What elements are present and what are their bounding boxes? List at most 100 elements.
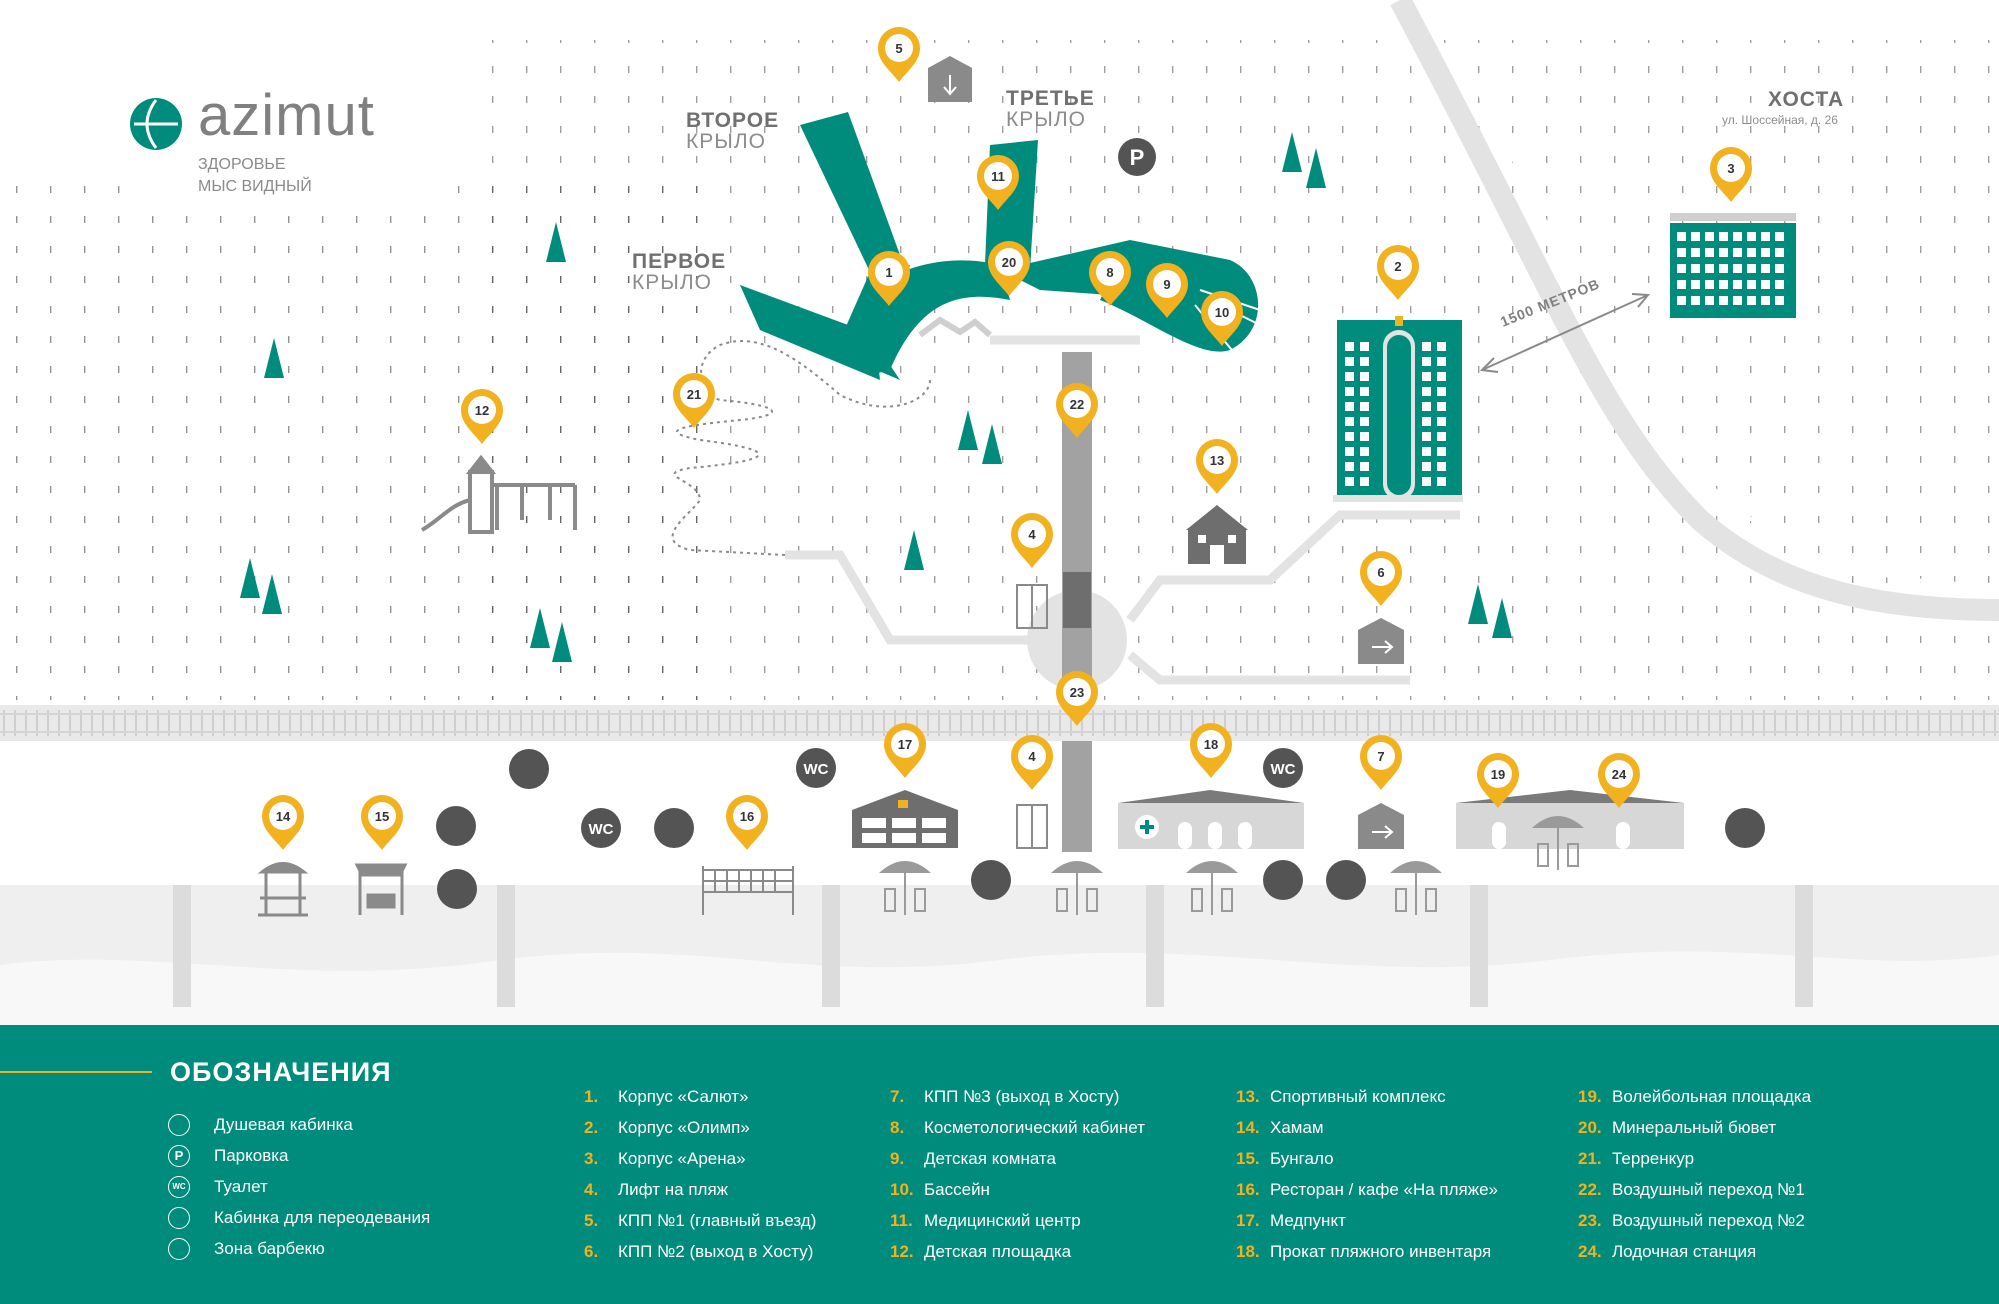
marker-pin-1[interactable]: 1 [868, 251, 910, 306]
legend-accent-line [0, 1071, 152, 1073]
marker-pin-9[interactable]: 9 [1146, 263, 1188, 318]
marker-number: 4 [1028, 527, 1036, 542]
legend-symbol-row: Зона барбекю [168, 1233, 430, 1264]
bridge-tower-icon [1063, 572, 1091, 628]
legend-item: 24.Лодочная станция [1578, 1241, 1757, 1261]
legend-item: 17.Медпункт [1236, 1210, 1346, 1230]
marker-number: 16 [740, 809, 754, 824]
legend-item: 6.КПП №2 (выход в Хосту) [584, 1241, 814, 1261]
marker-pin-19[interactable]: 19 [1477, 753, 1519, 808]
legend-symbol-row: P Парковка [168, 1140, 430, 1171]
marker-number: 10 [1215, 305, 1229, 320]
marker-pin-11[interactable]: 11 [977, 155, 1019, 210]
legend-item: 18.Прокат пляжного инвентаря [1236, 1241, 1492, 1261]
wing-second-sub: КРЫЛО [686, 130, 766, 153]
changing-cabin-icon [168, 1206, 190, 1229]
marker-number: 7 [1377, 749, 1384, 764]
marker-pin-13[interactable]: 13 [1196, 439, 1238, 494]
marker-pin-6[interactable]: 6 [1360, 551, 1402, 606]
shower-icon [168, 1113, 190, 1136]
marker-pin-5[interactable]: 5 [878, 27, 920, 82]
azimut-logo-icon [130, 98, 182, 150]
marker-pin-21[interactable]: 21 [673, 373, 715, 428]
road [1390, 0, 1999, 621]
marker-pin-17[interactable]: 17 [884, 723, 926, 778]
legend-item: 21.Терренкур [1578, 1148, 1695, 1168]
legend-item: 5.КПП №1 (главный въезд) [584, 1210, 817, 1230]
marker-number: 24 [1612, 767, 1627, 782]
marker-pin-23[interactable]: 23 [1056, 671, 1098, 726]
marker-number: 1 [885, 265, 892, 280]
marker-pin-20[interactable]: 20 [988, 241, 1030, 296]
legend-item: 16.Ресторан / кафе «На пляже» [1236, 1179, 1499, 1199]
distance-arrow [1479, 293, 1651, 373]
legend-item: 4.Лифт на пляж [584, 1179, 729, 1199]
marker-number: 20 [1002, 255, 1016, 270]
resort-map: P [0, 0, 1999, 1025]
marker-number: 9 [1163, 277, 1170, 292]
olimp-building [1333, 316, 1463, 502]
marker-pin-2[interactable]: 2 [1377, 245, 1419, 300]
wing-third-sub: КРЫЛО [1006, 108, 1086, 131]
wc-icon: WC [804, 761, 829, 778]
legend-item: 8.Косметологический кабинет [890, 1117, 1145, 1137]
elevator-icon [1016, 584, 1048, 849]
legend-item: 12.Детская площадка [890, 1241, 1072, 1261]
legend-item: 23.Воздушный переход №2 [1578, 1210, 1805, 1230]
legend-column-2: 7.КПП №3 (выход в Хосту) 8.Косметологиче… [890, 1081, 1145, 1267]
legend-symbol-row: Кабинка для переодевания [168, 1202, 430, 1233]
marker-pin-3[interactable]: 3 [1710, 147, 1752, 202]
wc-icon: WC [589, 821, 614, 838]
svg-text:P: P [1130, 145, 1145, 170]
marker-number: 23 [1070, 685, 1084, 700]
marker-number: 17 [898, 737, 912, 752]
marker-pin-8[interactable]: 8 [1089, 251, 1131, 306]
legend-item: 1.Корпус «Салют» [584, 1086, 749, 1106]
marker-number: 18 [1204, 737, 1218, 752]
legend-item: 9.Детская комната [890, 1148, 1056, 1168]
legend-item: 2.Корпус «Олимп» [584, 1117, 750, 1137]
railway [0, 705, 1999, 741]
marker-number: 19 [1491, 767, 1505, 782]
marker-number: 8 [1106, 265, 1113, 280]
arena-building [1670, 213, 1796, 318]
marker-pin-22[interactable]: 22 [1056, 383, 1098, 438]
legend-item: 7.КПП №3 (выход в Хосту) [890, 1086, 1120, 1106]
marker-pin-24[interactable]: 24 [1598, 753, 1640, 808]
marker-number: 14 [276, 809, 291, 824]
khamam-icon [257, 862, 309, 917]
marker-pin-4[interactable]: 4 [1011, 735, 1053, 790]
checkpoint-6-icon [1358, 618, 1404, 664]
marker-pin-10[interactable]: 10 [1201, 291, 1243, 346]
marker-number: 2 [1394, 259, 1401, 274]
legend-item: 20.Минеральный бювет [1578, 1117, 1777, 1137]
khosta-address: ул. Шоссейная, д. 26 [1722, 113, 1838, 127]
marker-number: 12 [475, 403, 489, 418]
legend-item: 13.Спортивный комплекс [1236, 1086, 1446, 1106]
marker-pin-16[interactable]: 16 [726, 795, 768, 850]
marker-pin-15[interactable]: 15 [361, 795, 403, 850]
marker-pin-18[interactable]: 18 [1190, 723, 1232, 778]
marker-pin-12[interactable]: 12 [461, 389, 503, 444]
khosta-label: ХОСТА [1768, 88, 1845, 111]
terrenkur-trail [671, 340, 931, 556]
sports-complex-icon [1186, 505, 1248, 564]
barbecue-icon [168, 1237, 190, 1260]
marker-number: 5 [895, 41, 902, 56]
legend-item: 3.Корпус «Арена» [584, 1148, 746, 1168]
legend-item: 22.Воздушный переход №1 [1578, 1179, 1805, 1199]
wc-icon: WC [1271, 761, 1296, 778]
checkpoint-5-icon [928, 56, 972, 102]
legend-symbol-row: WC Туалет [168, 1171, 430, 1202]
marker-pin-14[interactable]: 14 [262, 795, 304, 850]
bungalo-icon [354, 863, 408, 915]
marker-pin-7[interactable]: 7 [1360, 735, 1402, 790]
marker-number: 22 [1070, 397, 1084, 412]
legend-title: ОБОЗНАЧЕНИЯ [170, 1057, 392, 1087]
legend-item: 19.Волейбольная площадка [1578, 1086, 1812, 1106]
checkpoint-7-icon [1358, 803, 1404, 849]
legend-item: 10.Бассейн [890, 1179, 990, 1199]
marker-pin-4[interactable]: 4 [1011, 513, 1053, 568]
marker-number: 6 [1377, 565, 1384, 580]
